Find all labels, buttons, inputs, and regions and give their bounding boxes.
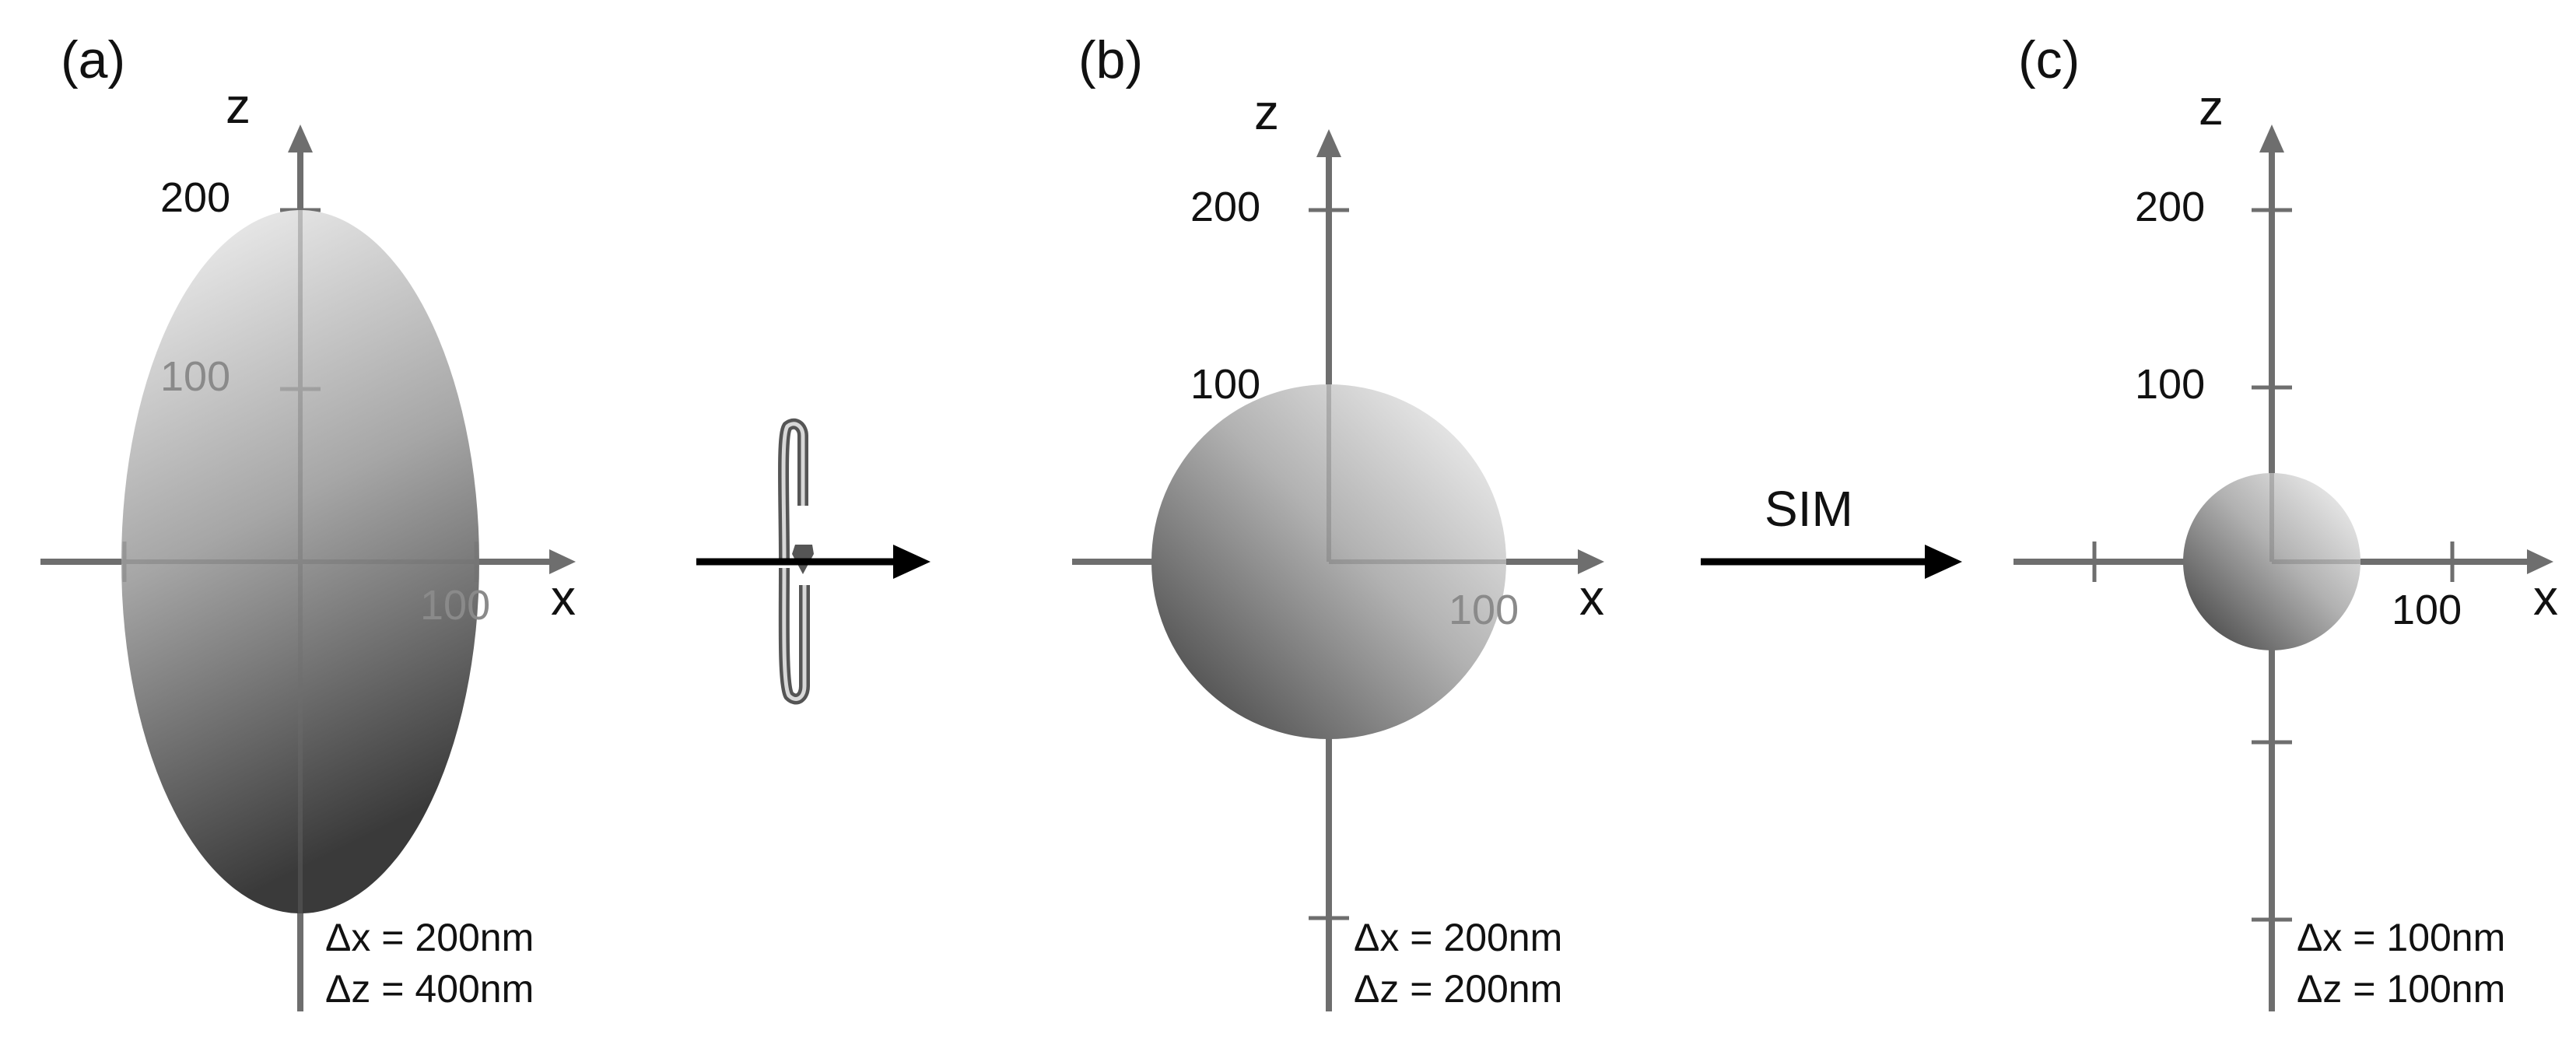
- panel-c: (c) z x 200 100 100 Δx = 100nm Δz = 100n…: [2013, 30, 2558, 1011]
- panel-b-z-tick-100: 100: [1190, 361, 1260, 408]
- sim-label: SIM: [1765, 481, 1853, 537]
- panel-b-sphere-psf: [1151, 384, 1506, 739]
- rotation-transition: [696, 418, 931, 705]
- panel-a-letter: (a): [61, 30, 125, 89]
- rotation-loop-back: [778, 418, 808, 561]
- panel-b-x-axis-arrowhead: [1578, 549, 1604, 574]
- panel-c-z-axis-arrowhead: [2259, 124, 2284, 152]
- panel-b-z-tick-200: 200: [1190, 184, 1260, 230]
- panel-c-x-tick-100: 100: [2392, 587, 2462, 633]
- panel-a-delta-x: Δx = 200nm: [325, 916, 534, 959]
- sim-transition: SIM: [1701, 481, 1962, 579]
- panel-c-delta-z: Δz = 100nm: [2297, 967, 2505, 1011]
- panel-a: (a) z x 200 100 100 Δx = 200nm Δz = 400n…: [40, 30, 576, 1011]
- panel-a-z-tick-200: 200: [160, 174, 230, 221]
- panel-c-sphere-psf: [2183, 473, 2360, 650]
- panel-b-z-axis-label: z: [1254, 84, 1279, 140]
- panel-a-z-axis-label: z: [226, 78, 251, 134]
- panel-b: (b) z x 200 100 100 Δx = 200nm Δz = 200n…: [1072, 30, 1604, 1011]
- panel-b-letter: (b): [1078, 30, 1143, 89]
- panel-a-z-tick-100: 100: [160, 353, 230, 400]
- panel-a-x-axis-arrowhead: [549, 549, 576, 574]
- panel-b-delta-z: Δz = 200nm: [1354, 967, 1562, 1011]
- panel-b-z-axis-arrowhead: [1316, 129, 1341, 157]
- panel-b-x-tick-100: 100: [1449, 587, 1519, 633]
- panel-c-z-tick-100: 100: [2135, 361, 2205, 408]
- panel-a-ellipsoid-psf: [121, 210, 479, 913]
- panel-c-z-axis-label: z: [2199, 79, 2224, 135]
- panel-c-x-axis-label: x: [2533, 570, 2558, 626]
- panel-b-delta-x: Δx = 200nm: [1354, 916, 1562, 959]
- panel-a-x-axis-label: x: [551, 570, 576, 626]
- panel-c-z-tick-200: 200: [2135, 184, 2205, 230]
- sim-arrow-head: [1925, 545, 1962, 579]
- panel-a-x-tick-100: 100: [420, 582, 490, 629]
- panel-c-letter: (c): [2018, 30, 2080, 89]
- panel-a-delta-z: Δz = 400nm: [325, 967, 534, 1011]
- panel-c-x-axis-arrowhead: [2527, 549, 2553, 574]
- panel-b-x-axis-label: x: [1579, 570, 1604, 626]
- panel-a-z-axis-arrowhead: [288, 124, 313, 152]
- panel-a-faded-axes: [121, 210, 479, 913]
- panel-c-delta-x: Δx = 100nm: [2297, 916, 2505, 959]
- rotation-arrow-head: [893, 545, 931, 579]
